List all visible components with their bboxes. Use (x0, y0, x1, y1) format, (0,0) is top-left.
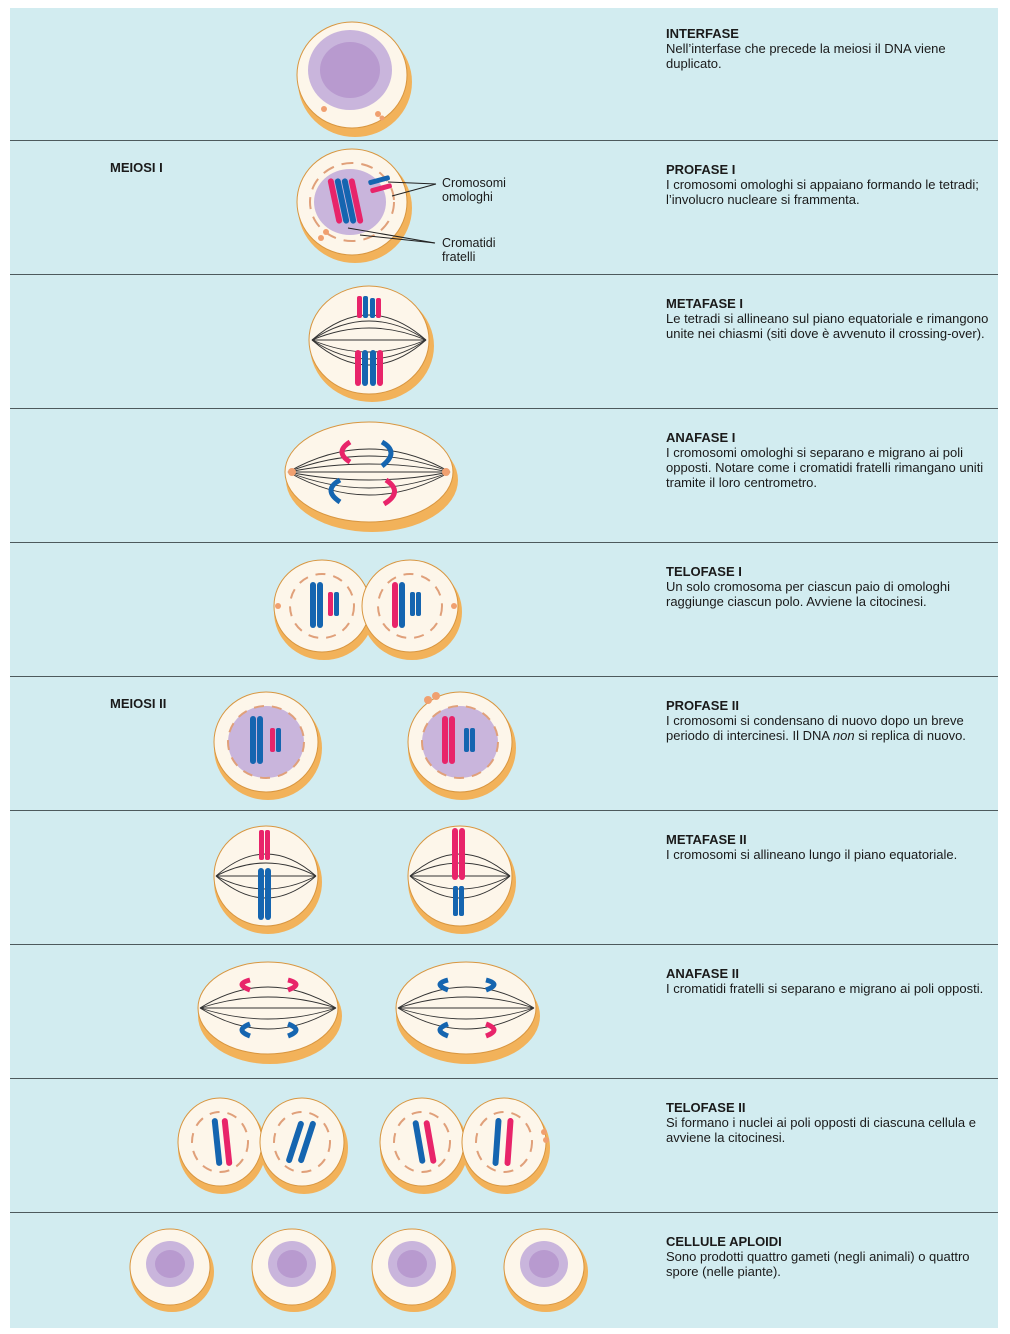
metaphase-ii-cell-right (408, 826, 516, 934)
row-text-em: non (833, 728, 855, 743)
haploid-cells (10, 1212, 650, 1328)
interphase-cell (10, 8, 650, 140)
profase-i-description: PROFASE I I cromosomi omologhi si appaia… (666, 162, 996, 207)
telofase-ii-description: TELOFASE II Si formano i nuclei ai poli … (666, 1100, 996, 1145)
row-title: ANAFASE I (666, 430, 996, 445)
telophase-ii-pair-left (178, 1098, 348, 1194)
row-telofase-ii: TELOFASE II Si formano i nuclei ai poli … (10, 1078, 998, 1213)
row-text: I cromosomi omologhi si appaiano formand… (666, 177, 979, 207)
prophase-ii-cell-right (408, 692, 516, 800)
callout-line: omologhi (442, 190, 506, 204)
callout-line: fratelli (442, 250, 496, 264)
anaphase-ii-cell-left (198, 962, 342, 1064)
meiosis-figure: INTERFASE Nell’interfase che precede la … (10, 8, 998, 1328)
row-profase-ii: MEIOSI II PROFASE II I cromosomi si cond… (10, 676, 998, 811)
row-metafase-i: METAFASE I Le tetradi si allineano sul p… (10, 274, 998, 409)
row-title: METAFASE I (666, 296, 996, 311)
metafase-ii-description: METAFASE II I cromosomi si allineano lun… (666, 832, 996, 862)
cellule-aploidi-description: CELLULE APLOIDI Sono prodotti quattro ga… (666, 1234, 996, 1279)
haploid-cell-4 (504, 1229, 588, 1312)
metaphase-ii-cell-left (214, 826, 322, 934)
row-title: TELOFASE I (666, 564, 996, 579)
row-text: Le tetradi si allineano sul piano equato… (666, 311, 988, 341)
row-anafase-ii: ANAFASE II I cromatidi fratelli si separ… (10, 944, 998, 1079)
row-metafase-ii: METAFASE II I cromosomi si allineano lun… (10, 810, 998, 945)
haploid-cell-1 (130, 1229, 214, 1312)
row-text-b: si replica di nuovo. (855, 728, 966, 743)
row-text: I cromatidi fratelli si separano e migra… (666, 981, 983, 996)
row-profase-i: MEIOSI I Cromosomi omologhi Cromatidi fr… (10, 140, 998, 275)
row-text: Si formano i nuclei ai poli opposti di c… (666, 1115, 976, 1145)
row-title: PROFASE I (666, 162, 996, 177)
haploid-cell-2 (252, 1229, 336, 1312)
telophase-ii-pair-right (380, 1098, 550, 1194)
row-text: I cromosomi omologhi si separano e migra… (666, 445, 983, 490)
prophase-i-cell (10, 140, 650, 274)
row-title: TELOFASE II (666, 1100, 996, 1115)
profase-ii-description: PROFASE II I cromosomi si condensano di … (666, 698, 996, 743)
row-title: CELLULE APLOIDI (666, 1234, 996, 1249)
row-text: Sono prodotti quattro gameti (negli anim… (666, 1249, 970, 1279)
row-text: Un solo cromosoma per ciascun paio di om… (666, 579, 950, 609)
row-title: ANAFASE II (666, 966, 996, 981)
row-telofase-i: TELOFASE I Un solo cromosoma per ciascun… (10, 542, 998, 677)
anaphase-ii-cells (10, 944, 650, 1078)
prophase-ii-cells (10, 676, 650, 810)
metafase-i-description: METAFASE I Le tetradi si allineano sul p… (666, 296, 996, 341)
metaphase-i-cell (10, 274, 650, 408)
row-interfase: INTERFASE Nell’interfase che precede la … (10, 8, 998, 141)
anafase-i-description: ANAFASE I I cromosomi omologhi si separa… (666, 430, 996, 490)
telophase-ii-cells (10, 1078, 650, 1212)
sisters-callout: Cromatidi fratelli (442, 236, 496, 264)
interfase-description: INTERFASE Nell’interfase che precede la … (666, 26, 996, 71)
anaphase-i-cell (10, 408, 650, 542)
row-title: PROFASE II (666, 698, 996, 713)
row-anafase-i: ANAFASE I I cromosomi omologhi si separa… (10, 408, 998, 543)
haploid-cell-3 (372, 1229, 456, 1312)
row-cellule-aploidi: CELLULE APLOIDI Sono prodotti quattro ga… (10, 1212, 998, 1328)
row-title: METAFASE II (666, 832, 996, 847)
telofase-i-description: TELOFASE I Un solo cromosoma per ciascun… (666, 564, 996, 609)
telophase-i-cells (10, 542, 650, 676)
anaphase-ii-cell-right (396, 962, 540, 1064)
row-title: INTERFASE (666, 26, 996, 41)
callout-line: Cromosomi (442, 176, 506, 190)
row-text: Nell’interfase che precede la meiosi il … (666, 41, 946, 71)
row-text: I cromosomi si allineano lungo il piano … (666, 847, 957, 862)
callout-line: Cromatidi (442, 236, 496, 250)
anafase-ii-description: ANAFASE II I cromatidi fratelli si separ… (666, 966, 996, 996)
metaphase-ii-cells (10, 810, 650, 944)
prophase-ii-cell-left (214, 692, 322, 800)
homologs-callout: Cromosomi omologhi (442, 176, 506, 204)
